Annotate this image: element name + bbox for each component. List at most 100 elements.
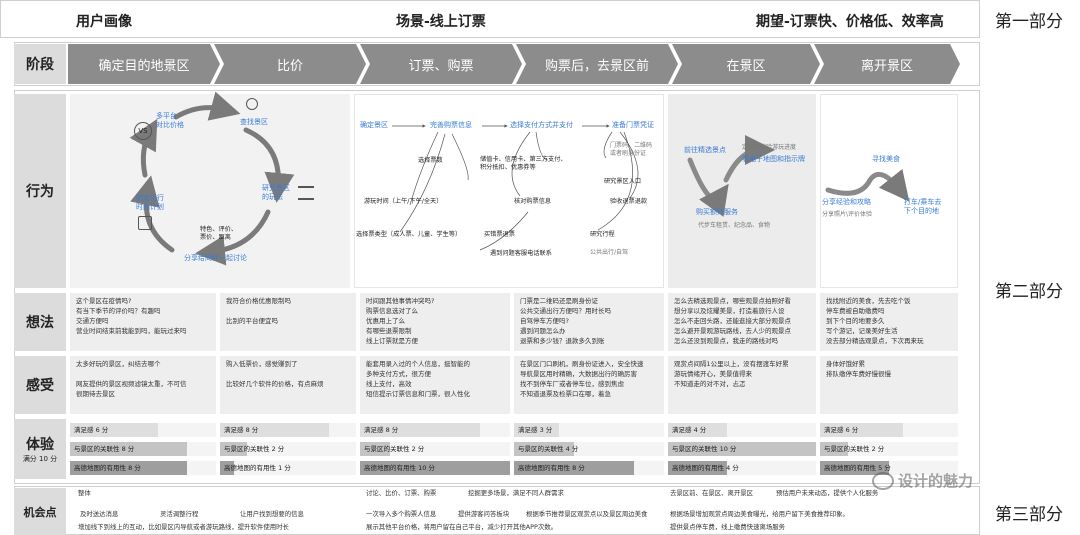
booking-complete: 完善购票信息 [430, 121, 472, 129]
cycle-plan: 制定出行 时间计划 [136, 194, 164, 211]
part-two-label: 第二部分 [995, 282, 1063, 302]
exp-bar-track [220, 442, 356, 456]
leave-food: 寻找美食 [872, 155, 900, 163]
feeling-cell: 身体好饿好累 排队缴停车费好慢很慢 [820, 356, 958, 414]
exp-relevance-bar [360, 442, 390, 456]
exp-bar-label: 高德地图的有用性 4 分 [672, 464, 739, 472]
scenario-label: 场景-线上订票 [396, 14, 486, 30]
thought-cell: 门票是二维码还是刷身份证 公共交通出行方便吗？用时长吗 自驾停车方便吗? 遇到问… [514, 293, 664, 351]
wechat-icon [872, 471, 894, 490]
exp-bar-label: 满足感 6 分 [824, 426, 859, 434]
booking-verify: 核对购票信息 [514, 198, 552, 205]
opp-item: 提供游客问答板块 [458, 510, 510, 518]
exp-relevance-bar [668, 442, 816, 456]
stage-after-purchase: 购票后，去景区前 [516, 44, 678, 84]
exp-usefulness-bar [668, 461, 728, 475]
exp-bar-label: 与景区的关联性 2 分 [224, 445, 285, 453]
in-area-buy-sub: 代步车租赁、纪念品、食物 [698, 222, 771, 229]
exp-satisfaction-bar [360, 423, 480, 437]
row-label-experience: 体验 满分 10 分 [14, 419, 66, 479]
part-one-label: 第一部分 [995, 12, 1063, 32]
leave-share: 分享经验和攻略 [822, 198, 871, 206]
booking-time: 游玩时间（上午/下午/全天） [364, 198, 443, 205]
in-area-buy: 购买额外服务 [696, 208, 738, 216]
watermark-text: 设计的魅力 [898, 472, 974, 490]
thought-cell: 怎么去精选观景点，哪些观景点拍照好看 想分享以及炫耀美景，打造着旅行人设 怎么不… [668, 293, 816, 351]
feeling-cell: 能套用录入过的个人信息，挺智能的 多种支付方式，很方便 线上支付，高效 短信提示… [360, 356, 510, 414]
experience-title: 体验 [26, 437, 54, 453]
cycle-check-area: 查找景区 [240, 118, 268, 126]
booking-check-refund: 验收退票退款 [610, 198, 648, 205]
exp-bar-label: 满足感 6 分 [74, 426, 109, 434]
booking-select-count: 选择票数 [418, 157, 443, 164]
cycle-features: 特色、评价、 票价、距离 [200, 226, 238, 241]
exp-relevance-bar [70, 442, 187, 456]
booking-ticket-type: 选择票类型（成人票、儿童、学生等） [356, 231, 462, 238]
row-label-feelings: 感受 [14, 356, 66, 414]
exp-usefulness-bar [220, 461, 234, 475]
stage-row-label: 阶段 [14, 44, 66, 84]
exp-bar-label: 满足感 3 分 [518, 426, 553, 434]
thought-cell: 我符合价格优惠限制吗 比别的平台便宜吗 [220, 293, 356, 351]
expectation-label: 期望-订票快、价格低、效率高 [756, 14, 944, 30]
opp-item: 灵活调整行程 [160, 510, 199, 518]
booking-choose-pay: 选择支付方式并支付 [510, 121, 573, 129]
exp-relevance-bar [220, 442, 248, 456]
exp-bar-label: 高德地图的有用性 10 分 [364, 464, 435, 472]
exp-usefulness-bar [514, 461, 634, 475]
watermark: 设计的魅力 [872, 470, 973, 491]
row-label-thoughts: 想法 [14, 293, 66, 351]
in-area-go: 前往精选景点 [684, 146, 726, 154]
exp-bar-track [360, 442, 510, 456]
booking-study-entry: 研究景区入口 [604, 178, 642, 185]
booking-transport: 公共出行/自驾 [590, 249, 629, 256]
feeling-cell: 在景区门口刷机，刷身份证进入，安全快速 导航景区用时精确，大数据出行的确厉害 找… [514, 356, 664, 414]
booking-confirm: 确定景区 [360, 121, 388, 129]
cycle-multi-platform: 多平台 对比价格 [156, 112, 184, 129]
booking-proof: 门票码、二维码 或者刷身份证 [610, 142, 653, 157]
opp-item: 让用户找到想要的信息 [240, 510, 304, 518]
exp-bar-label: 与景区的关联性 10 分 [672, 445, 737, 453]
leave-taxi: 打车/乘车去 下个目的地 [904, 198, 942, 215]
opp-item: 及时送达消息 [80, 510, 119, 518]
exp-bar-label: 满足感 8 分 [364, 426, 399, 434]
temple-icon [298, 186, 314, 200]
exp-satisfaction-bar [668, 423, 728, 437]
exp-satisfaction-bar [220, 423, 329, 437]
leave-share-sub: 分享照片\评价体验 [822, 211, 873, 218]
exp-bar-label: 与景区的关联性 4 分 [518, 445, 579, 453]
booking-prepare: 准备门票凭证 [612, 121, 654, 129]
exp-satisfaction-bar [514, 423, 559, 437]
opp-item: 讨论、比价、订票、购票 [366, 489, 437, 497]
exp-bar-label: 与景区的关联性 2 分 [824, 445, 885, 453]
opp-item: 根据场景增加观赏点周边美食曝光，给用户留下美食推荐印象。 [670, 510, 849, 518]
stage-compare: 比价 [214, 44, 366, 84]
exp-bar-label: 高德地图的有用性 8 分 [518, 464, 585, 472]
stage-destination: 确定目的地景区 [68, 44, 220, 84]
exp-bar-label: 高德地图的有用性 1 分 [224, 464, 291, 472]
opp-item: 挖掘更多场景，满足不同人群需求 [468, 489, 564, 497]
magnifier-icon [246, 98, 258, 110]
vs-icon: VS [134, 122, 152, 140]
opp-item: 提供景点停车费，线上缴费快速离场服务 [670, 523, 786, 531]
part-three-label: 第三部分 [995, 505, 1063, 525]
opp-item: 根据季节推荐景区观赏点以及景区周边美食 [526, 510, 648, 518]
opp-item: 展示其他平台价格，将用户留在自己平台，减少打开其他APP次数。 [366, 523, 558, 531]
stage-booking: 订票、购票 [360, 44, 522, 84]
exp-relevance-bar [514, 442, 574, 456]
in-area-map: 看电子地图和指示牌 [742, 155, 805, 163]
cycle-study-area: 研究景区 的玩法 [262, 184, 290, 201]
booking-route: 研究行程 [590, 231, 615, 238]
exp-relevance-bar [820, 442, 848, 456]
header-frame [0, 0, 980, 38]
feeling-cell: 观赏点间隔1公里以上，没有摆渡车好累 游玩情绪开心，美景值得来 不知道走的对不对… [668, 356, 816, 414]
booking-pay-methods: 储值卡、信用卡、第三方支付、 积分抵扣、优惠券等 [480, 156, 567, 171]
exp-satisfaction-bar [820, 423, 903, 437]
experience-subtitle: 满分 10 分 [22, 455, 58, 463]
exp-satisfaction-bar [70, 423, 158, 437]
exp-bar-track [820, 442, 958, 456]
row-label-behavior: 行为 [14, 94, 66, 288]
opp-item: 增加线下到线上的互动，比如景区内导航或者游玩路线，提升软件使用时长 [78, 523, 289, 531]
behavior-panel-in-area [668, 94, 816, 288]
exp-usefulness-bar [360, 461, 510, 475]
